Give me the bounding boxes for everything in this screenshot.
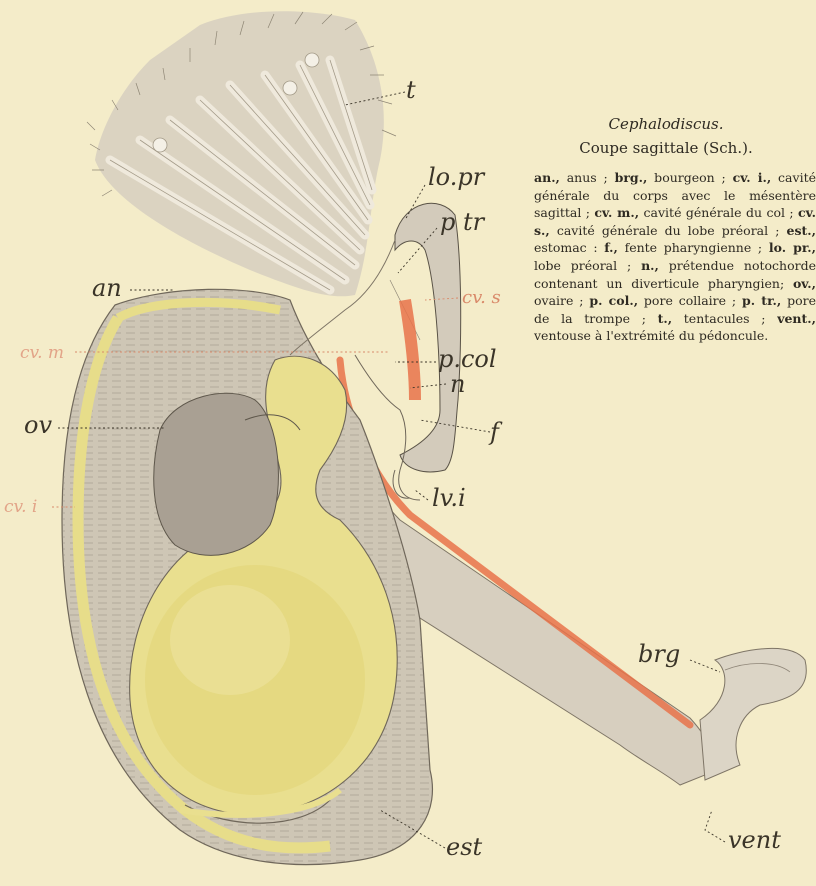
legend-text: tentacules ;: [672, 311, 777, 326]
legend-key: f.,: [604, 240, 618, 255]
legend-text: lobe préoral ;: [534, 258, 641, 273]
label-est: est: [446, 833, 483, 861]
label-p-tr: p tr: [440, 208, 486, 236]
label-lo-pr: lo.pr: [428, 163, 486, 191]
label-cv-s: cv. s: [462, 287, 501, 308]
legend-text: cavité générale du col ;: [639, 205, 798, 220]
caption-genus: Cephalodiscus.: [534, 115, 798, 133]
legend-key: lo. pr.,: [769, 240, 816, 255]
label-f: f: [488, 418, 503, 446]
leader-brg: [690, 660, 720, 672]
label-brg: brg: [638, 640, 680, 668]
label-vent: vent: [728, 826, 781, 854]
label-cv-i: cv. i: [4, 497, 37, 517]
legend-key: brg.,: [615, 170, 648, 185]
tentacle-plume: [87, 11, 396, 296]
legend-text: pore collaire ;: [638, 293, 742, 308]
label-ov: ov: [24, 411, 52, 439]
legend-key: cv. m.,: [594, 205, 639, 220]
legend-key: ov.,: [793, 276, 816, 291]
legend-text: bourgeon ;: [647, 170, 732, 185]
legend-text: cavité générale du lobe préoral ;: [550, 223, 787, 238]
legend-key: vent.,: [777, 311, 816, 326]
legend-key: est.,: [787, 223, 816, 238]
label-t: t: [406, 76, 416, 104]
legend-key: n.,: [641, 258, 659, 273]
legend-text: ventouse à l'extrémité du pédoncule.: [534, 328, 768, 343]
label-an: an: [92, 274, 122, 302]
label-n: n: [450, 370, 465, 398]
legend-text: estomac :: [534, 240, 604, 255]
label-cv-m: cv. m: [20, 343, 64, 363]
abbreviation-legend: an., anus ; brg., bourgeon ; cv. i., cav…: [534, 169, 816, 345]
legend-text: anus ;: [560, 170, 615, 185]
legend-key: p. col.,: [589, 293, 638, 308]
body: [62, 289, 432, 864]
label-lv-i: lv.i: [432, 484, 466, 512]
legend-key: t.,: [658, 311, 672, 326]
caption-subtitle: Coupe sagittale (Sch.).: [534, 139, 798, 157]
legend-key: p. tr.,: [742, 293, 781, 308]
figure-caption: Cephalodiscus. Coupe sagittale (Sch.). a…: [534, 115, 816, 345]
legend-key: cv. i.,: [733, 170, 772, 185]
leader-lv-i: [415, 490, 428, 500]
legend-text: ovaire ;: [534, 293, 589, 308]
leader-vent: [705, 810, 725, 842]
label-p-col: p.col: [438, 345, 497, 373]
legend-key: an.,: [534, 170, 560, 185]
legend-text: fente pharyngienne ;: [618, 240, 769, 255]
